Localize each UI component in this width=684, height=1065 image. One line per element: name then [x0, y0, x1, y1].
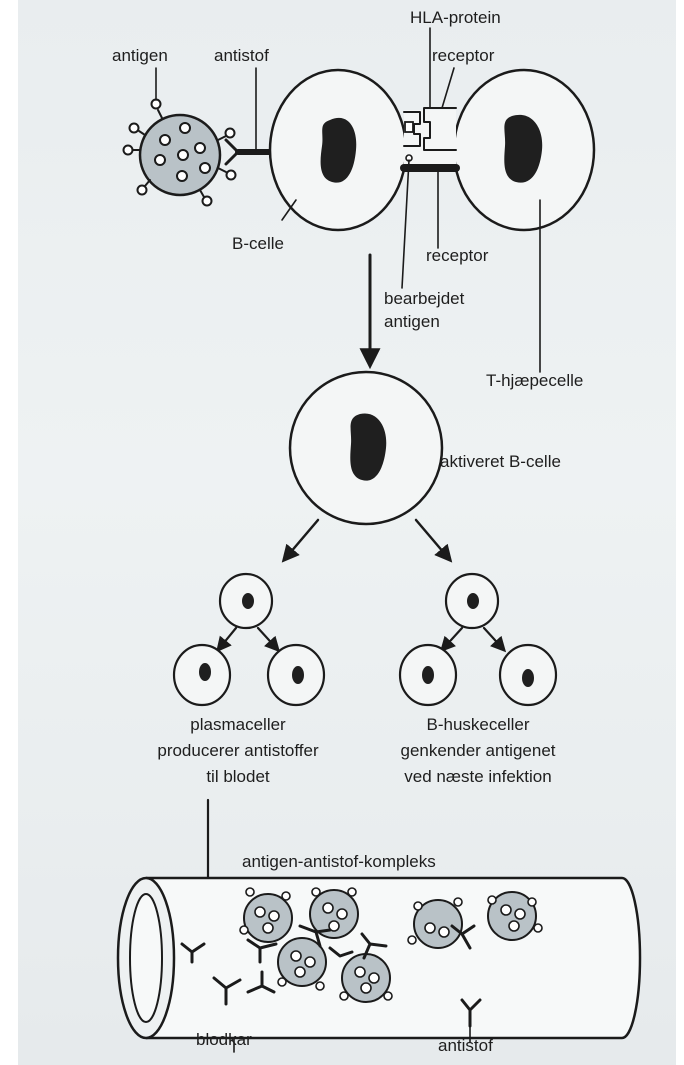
label-kompleks: antigen-antistof-kompleks: [242, 852, 436, 872]
hla-receptor-junction: [404, 108, 456, 172]
arrow-to-plasma: [284, 520, 318, 560]
label-receptor-bottom: receptor: [426, 246, 488, 266]
label-b-celle: B-celle: [232, 234, 284, 254]
label-antistof-bottom: antistof: [438, 1036, 493, 1056]
plasma-cell-branch: [174, 574, 324, 705]
memory-cell-branch: [400, 574, 556, 705]
label-b-huskeceller: B-huskeceller: [378, 715, 578, 735]
label-hla-protein: HLA-protein: [410, 8, 501, 28]
label-bearbejdet-antigen: antigen: [384, 312, 440, 332]
label-genkender: genkender antigenet: [368, 741, 588, 761]
label-blodkar: blodkar: [196, 1030, 252, 1050]
antibody-bridge: [226, 140, 272, 164]
antigen-particle-top: [124, 100, 236, 206]
arrow-to-memory: [416, 520, 450, 560]
label-plasmaceller: plasmaceller: [138, 715, 338, 735]
label-plasma-producerer: producerer antistoffer: [128, 741, 348, 761]
label-aktiveret-b-celle: aktiveret B-celle: [440, 452, 561, 472]
label-bearbejdet: bearbejdet: [384, 289, 464, 309]
label-antistof-top: antistof: [214, 46, 269, 66]
t-helper-cell: [454, 70, 594, 230]
b-cell: [270, 70, 406, 230]
label-t-hjaepecelle: T-hjæpecelle: [486, 371, 583, 391]
activated-b-cell: [290, 372, 442, 524]
label-plasma-til-blodet: til blodet: [138, 767, 338, 787]
label-antigen: antigen: [112, 46, 168, 66]
label-receptor-top: receptor: [432, 46, 494, 66]
label-naeste-infektion: ved næste infektion: [368, 767, 588, 787]
